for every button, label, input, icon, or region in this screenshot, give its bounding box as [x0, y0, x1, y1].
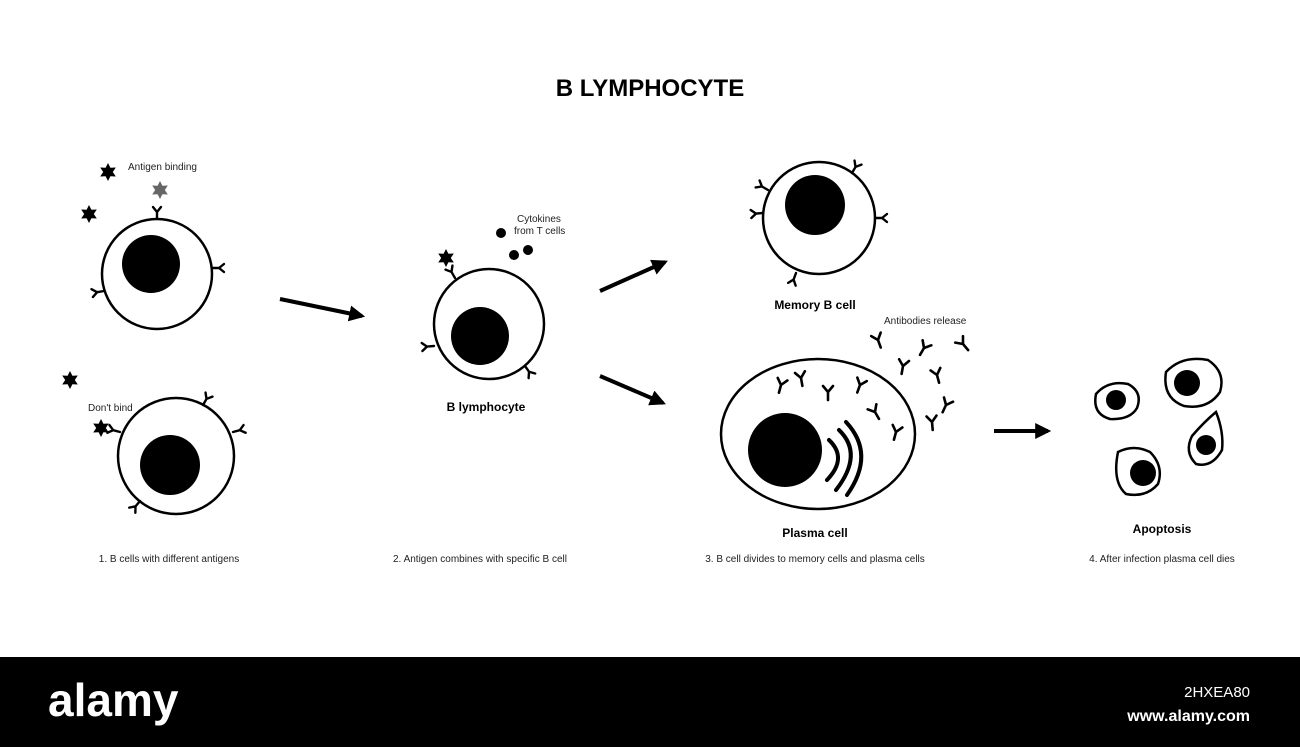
- antigen-binding-label: Antigen binding: [128, 162, 197, 173]
- apoptotic-cell: [1115, 446, 1161, 497]
- golgi-apparatus: [825, 420, 864, 497]
- arrow-to-memory-cell: [599, 259, 668, 293]
- apoptotic-cell: [1164, 357, 1223, 408]
- apoptotic-cell: [1094, 381, 1140, 421]
- apoptotic-cells: [1094, 357, 1224, 497]
- banner-image-id: 2HXEA80: [1184, 684, 1250, 701]
- b-cell-bottom: [106, 391, 247, 516]
- arrow-stage1-to-2: [279, 297, 366, 322]
- step-caption-1: 1. B cells with different antigens: [99, 554, 239, 565]
- page-title: B LYMPHOCYTE: [556, 75, 744, 102]
- b-cell-top: [90, 205, 226, 331]
- cytokines-label-line1: Cytokines: [517, 214, 561, 225]
- memory-b-cell: [749, 159, 889, 287]
- apoptosis-label: Apoptosis: [1133, 522, 1192, 536]
- apoptotic-cell: [1187, 409, 1224, 466]
- plasma-cell: [719, 357, 917, 511]
- arrow-to-plasma-cell: [599, 374, 666, 406]
- plasma-cell-label: Plasma cell: [782, 526, 847, 540]
- banner-logo: alamy: [48, 674, 179, 726]
- b-lymphocyte-cell: [420, 264, 546, 381]
- cytokines-label-line2: from T cells: [514, 226, 565, 237]
- bound-antigen-icon: [438, 249, 454, 267]
- watermark-banner: [0, 657, 1300, 747]
- step-caption-3: 3. B cell divides to memory cells and pl…: [705, 554, 925, 565]
- antibodies-release-label: Antibodies release: [884, 316, 967, 327]
- b-lymphocyte-label: B lymphocyte: [447, 400, 526, 414]
- step-caption-4: 4. After infection plasma cell dies: [1089, 554, 1235, 565]
- cytokine-dots: [496, 228, 533, 260]
- banner-url: www.alamy.com: [1126, 708, 1250, 725]
- memory-b-cell-label: Memory B cell: [774, 298, 855, 312]
- dont-bind-label: Don't bind: [88, 403, 133, 414]
- step-caption-2: 2. Antigen combines with specific B cell: [393, 554, 567, 565]
